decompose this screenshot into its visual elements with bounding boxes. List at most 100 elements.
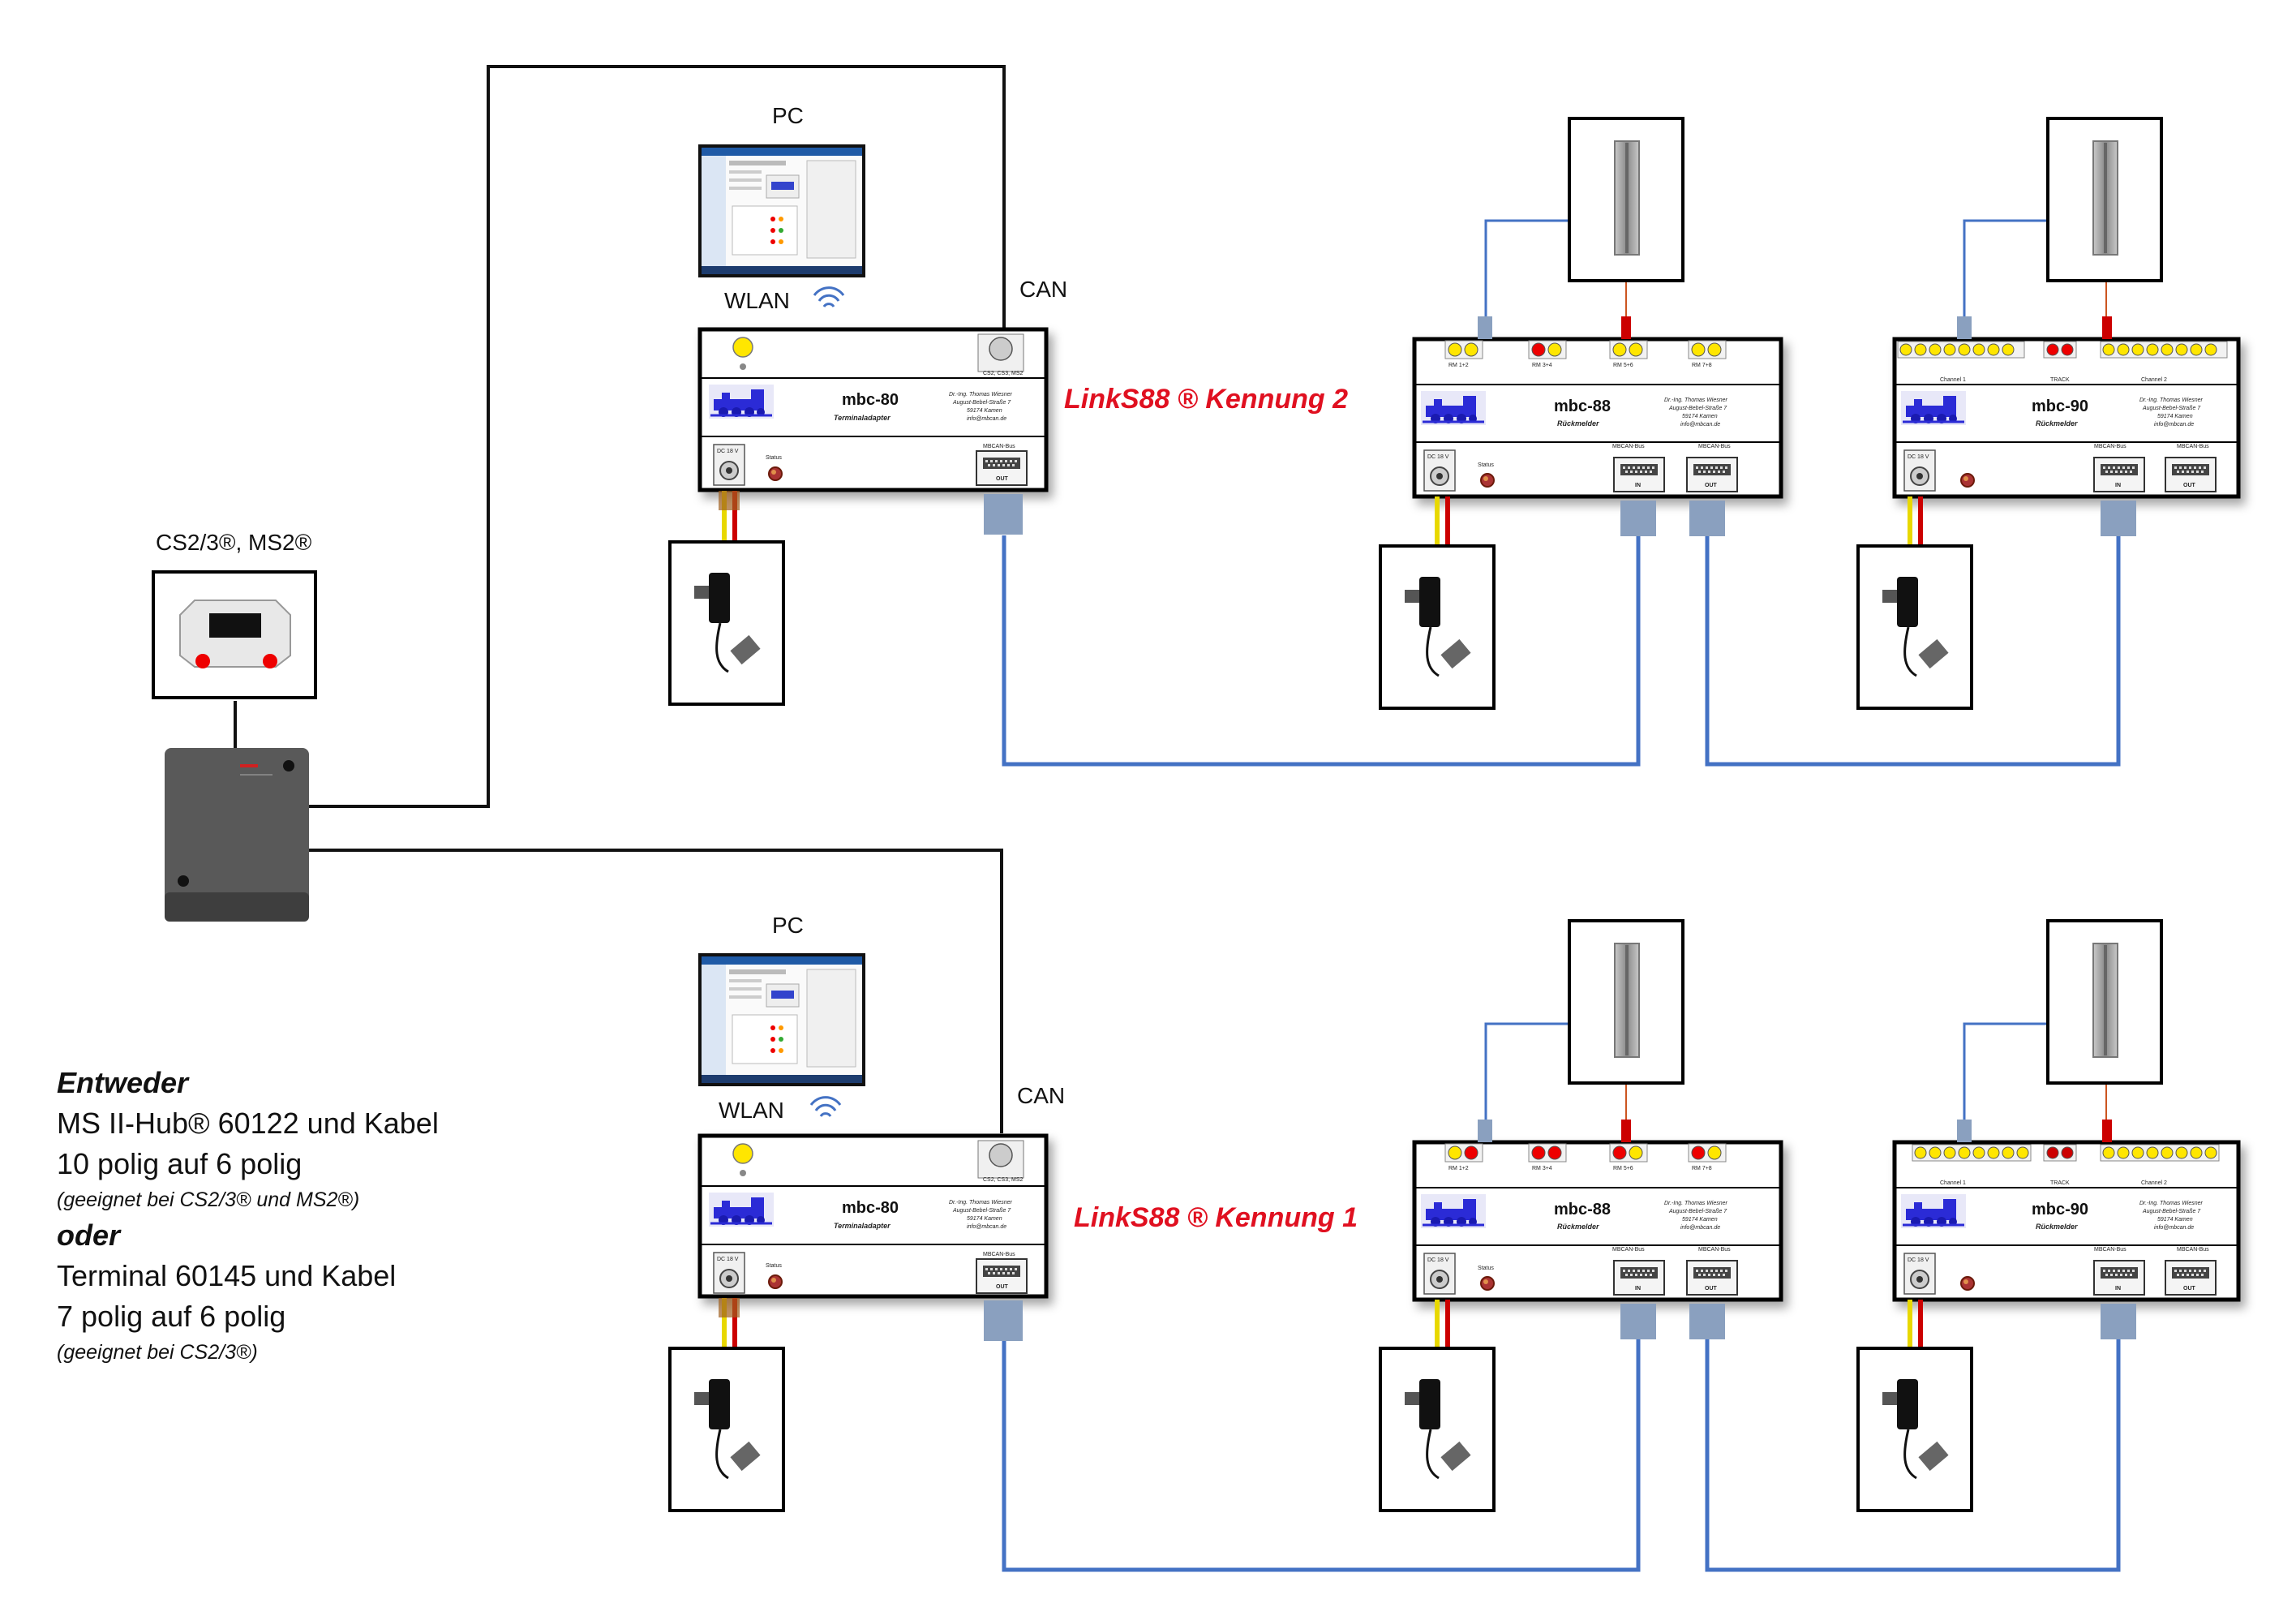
svg-text:Rückmelder: Rückmelder: [2036, 419, 2078, 428]
svg-text:IN: IN: [1635, 1286, 1641, 1292]
svg-text:RM 1+2: RM 1+2: [1448, 363, 1469, 368]
svg-text:Status: Status: [766, 455, 782, 461]
svg-text:OUT: OUT: [2183, 1286, 2196, 1292]
kennung-top-label: LinkS88 ® Kennung 2: [1064, 384, 1348, 415]
svg-text:Terminaladapter: Terminaladapter: [834, 1222, 891, 1230]
svg-text:OUT: OUT: [996, 476, 1009, 482]
power-led: [732, 1143, 753, 1164]
svg-text:mbc-88: mbc-88: [1554, 398, 1611, 415]
svg-text:August-Bebel-Straße 7: August-Bebel-Straße 7: [952, 1208, 1011, 1214]
svg-text:DC 18 V: DC 18 V: [1427, 454, 1449, 460]
svg-text:TRACK: TRACK: [2050, 377, 2070, 383]
track-sensor-icon: [1568, 117, 1684, 282]
notes-suitable-cs-ms: (geeignet bei CS2/3® und MS2®): [57, 1188, 360, 1211]
svg-text:Rückmelder: Rückmelder: [2036, 1223, 2078, 1231]
svg-text:Dr.-Ing. Thomas Wiesner: Dr.-Ing. Thomas Wiesner: [2139, 1201, 2204, 1206]
notes-cable-7-6: 7 polig auf 6 polig: [57, 1300, 286, 1333]
mbc-90-bottom-face: Channel 1 TRACK Channel 2 mbc-90 Rückmel…: [1895, 1144, 2238, 1296]
can-plug: [984, 1300, 1023, 1341]
svg-text:August-Bebel-Straße 7: August-Bebel-Straße 7: [2142, 406, 2201, 411]
track-sensor-icon: [2046, 919, 2163, 1085]
svg-text:Status: Status: [1478, 1266, 1494, 1271]
wlan-icon: [813, 286, 845, 308]
svg-text:August-Bebel-Straße 7: August-Bebel-Straße 7: [2142, 1209, 2201, 1214]
svg-text:DC 18 V: DC 18 V: [1908, 1257, 1929, 1263]
svg-text:info@mbcan.de: info@mbcan.de: [2154, 1225, 2194, 1231]
dc-wires: [719, 1298, 740, 1348]
can-plug: [1620, 1304, 1656, 1339]
svg-text:CS2, CS3, MS2: CS2, CS3, MS2: [983, 1177, 1024, 1183]
module-name: mbc-80: [842, 391, 899, 409]
pc-label: PC: [772, 103, 804, 128]
notes-either: Entweder: [57, 1066, 189, 1099]
pc-bottom: PC WLAN CAN: [698, 913, 1065, 1123]
wlan-label: WLAN: [724, 288, 790, 313]
power-supply-icon: [1856, 544, 1973, 710]
svg-text:MBCAN-Bus: MBCAN-Bus: [983, 1252, 1015, 1257]
locomotive-logo: [1899, 389, 1968, 427]
power-supply-icon: [1379, 1347, 1496, 1512]
black-wires: [234, 65, 1006, 1133]
svg-text:mbc-90: mbc-90: [2032, 398, 2088, 415]
mbc-90-top-face: Channel 1 TRACK Channel 2 mbc-90 Rückmel…: [1895, 341, 2238, 492]
svg-text:Rückmelder: Rückmelder: [1557, 1223, 1599, 1231]
svg-text:Dr.-Ing. Thomas Wiesner: Dr.-Ing. Thomas Wiesner: [949, 392, 1013, 398]
dc-wires: [1435, 1300, 1450, 1348]
svg-text:RM 3+4: RM 3+4: [1532, 363, 1552, 368]
cable-notes: Entweder MS II-Hub® 60122 und Kabel 10 p…: [57, 1063, 624, 1368]
svg-text:MBCAN-Bus: MBCAN-Bus: [2177, 1247, 2209, 1253]
svg-text:DC 18 V: DC 18 V: [1427, 1257, 1449, 1263]
svg-text:WLAN: WLAN: [719, 1098, 784, 1123]
svg-text:info@mbcan.de: info@mbcan.de: [1680, 422, 1720, 428]
locomotive-logo: [1419, 389, 1487, 427]
cs-device: CS2/3®, MS2®: [152, 530, 317, 699]
svg-text:MBCAN-Bus: MBCAN-Bus: [1612, 1247, 1645, 1253]
svg-text:59174 Kamen: 59174 Kamen: [2157, 414, 2193, 419]
svg-text:Dr.-Ing. Thomas Wiesner: Dr.-Ing. Thomas Wiesner: [949, 1200, 1013, 1206]
wlan-icon: [809, 1096, 842, 1118]
mbc-80-top-face: CS2, CS3, MS2 mbc-80 Terminaladapter Dr.…: [700, 333, 1046, 486]
pc-top: PC WLAN CAN: [698, 103, 1067, 313]
locomotive-logo: [1419, 1193, 1487, 1230]
svg-text:Dr.-Ing. Thomas Wiesner: Dr.-Ing. Thomas Wiesner: [1664, 1201, 1728, 1206]
svg-text:OUT: OUT: [1705, 483, 1718, 488]
rm-leds: [1444, 340, 1727, 359]
svg-text:info@mbcan.de: info@mbcan.de: [967, 416, 1006, 422]
locomotive-logo: [1899, 1193, 1968, 1230]
svg-text:OUT: OUT: [1705, 1286, 1718, 1292]
power-supply-icon: [668, 1347, 785, 1512]
svg-text:DC 18 V: DC 18 V: [717, 1257, 739, 1262]
svg-text:Channel 2: Channel 2: [2141, 1180, 2167, 1186]
svg-text:OUT: OUT: [996, 1284, 1009, 1290]
svg-text:CAN: CAN: [1017, 1083, 1065, 1108]
svg-text:MBCAN-Bus: MBCAN-Bus: [1698, 444, 1731, 449]
svg-text:PC: PC: [772, 913, 804, 938]
svg-text:59174 Kamen: 59174 Kamen: [967, 408, 1002, 414]
svg-text:info@mbcan.de: info@mbcan.de: [1680, 1225, 1720, 1231]
svg-text:mbc-80: mbc-80: [842, 1199, 899, 1217]
ms2-hub: [165, 748, 309, 922]
svg-text:59174 Kamen: 59174 Kamen: [967, 1216, 1002, 1222]
svg-text:59174 Kamen: 59174 Kamen: [2157, 1217, 2193, 1223]
svg-text:August-Bebel-Straße 7: August-Bebel-Straße 7: [1668, 1209, 1727, 1214]
power-supply-icon: [1379, 544, 1496, 710]
svg-text:August-Bebel-Straße 7: August-Bebel-Straße 7: [1668, 406, 1727, 411]
svg-text:Status: Status: [766, 1263, 782, 1269]
svg-text:IN: IN: [1635, 483, 1641, 488]
svg-text:CS2, CS3, MS2: CS2, CS3, MS2: [983, 371, 1024, 376]
dc-wires: [1908, 1300, 1923, 1348]
svg-text:MBCAN-Bus: MBCAN-Bus: [1698, 1247, 1731, 1253]
mbc-80-bottom-face: CS2, CS3, MS2 mbc-80 Terminaladapter Dr.…: [700, 1140, 1046, 1294]
svg-text:MBCAN-Bus: MBCAN-Bus: [1612, 444, 1645, 449]
svg-text:MBCAN-Bus: MBCAN-Bus: [2094, 444, 2126, 449]
svg-text:RM 7+8: RM 7+8: [1692, 363, 1712, 368]
svg-text:Channel 1: Channel 1: [1940, 1180, 1966, 1186]
svg-text:Status: Status: [1478, 462, 1494, 468]
svg-text:IN: IN: [2115, 483, 2121, 488]
svg-text:RM 1+2: RM 1+2: [1448, 1166, 1469, 1171]
svg-text:MBCAN-Bus: MBCAN-Bus: [983, 444, 1015, 449]
svg-text:info@mbcan.de: info@mbcan.de: [967, 1224, 1006, 1230]
track-sensor-icon: [2046, 117, 2163, 282]
notes-suitable-cs: (geeignet bei CS2/3®): [57, 1341, 258, 1364]
